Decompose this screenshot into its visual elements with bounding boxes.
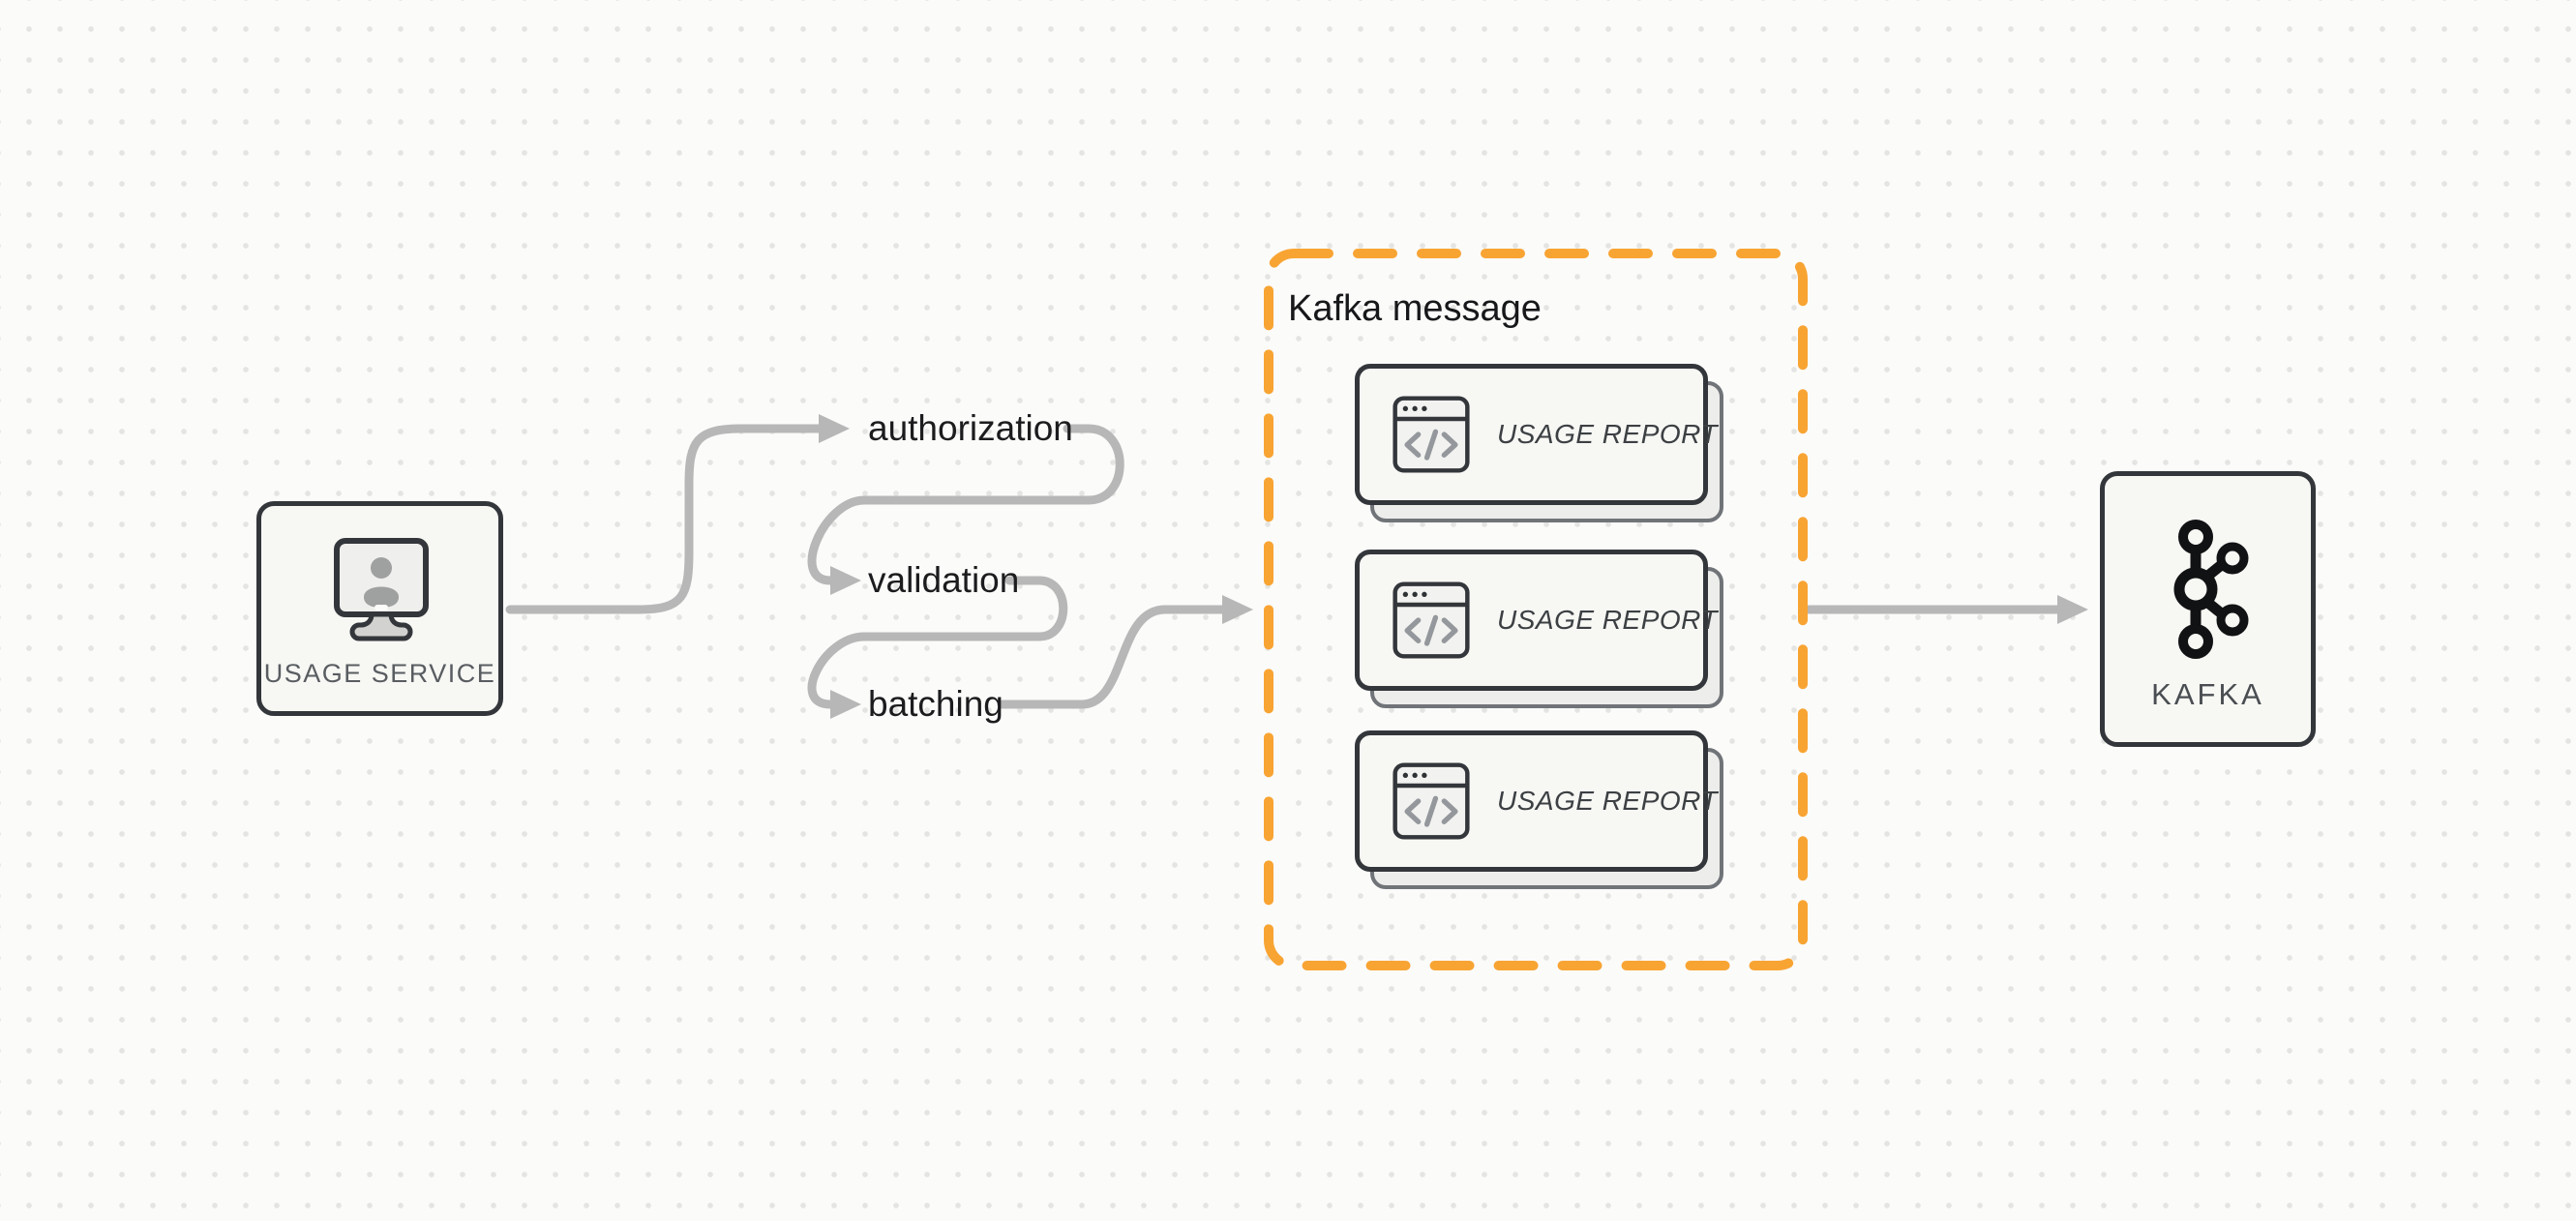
monitor-user-icon [333,538,429,641]
step-authorization[interactable]: authorization [868,408,1073,448]
step-batching[interactable]: batching [868,684,1003,724]
usage-report-label: USAGE REPORT [1497,786,1718,816]
connector-authorization-to-validation [807,424,1124,595]
connector-batching-to-kafka-message [997,595,1253,709]
usage-report-label: USAGE REPORT [1497,605,1718,635]
usage-report-card[interactable]: USAGE REPORT [1355,550,1723,708]
code-window-icon [1393,762,1470,840]
kafka-node[interactable]: KAFKA [2100,471,2316,747]
usage-report-card[interactable]: USAGE REPORT [1355,364,1723,522]
usage-service-node[interactable]: USAGE SERVICE [256,501,503,716]
kafka-logo-icon [2173,520,2248,659]
step-validation[interactable]: validation [868,560,1020,600]
dashed-border [1264,249,1808,970]
usage-report-card[interactable]: USAGE REPORT [1355,730,1723,889]
code-window-icon [1393,396,1470,473]
kafka-label: KAFKA [2151,677,2264,711]
usage-report-label: USAGE REPORT [1497,419,1718,449]
code-window-icon [1393,581,1470,659]
kafka-message-group[interactable]: Kafka message USAGE REPORT [1259,244,1812,975]
connector-usage-to-authorization [505,414,850,614]
usage-service-label: USAGE SERVICE [263,659,496,688]
kafka-message-group-title: Kafka message [1288,288,1542,329]
